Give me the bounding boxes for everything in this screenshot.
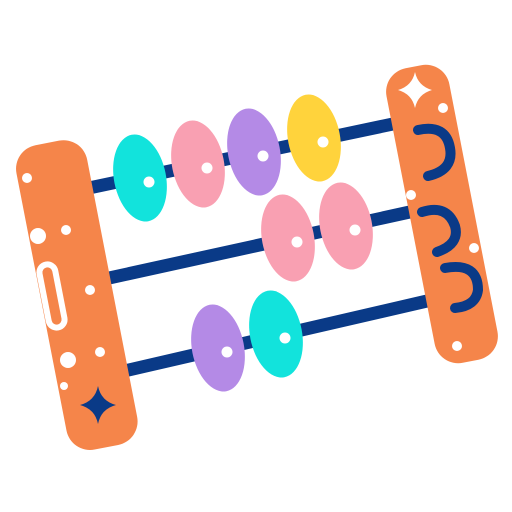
left-frame-body <box>16 140 138 450</box>
right-frame <box>386 64 498 364</box>
bead-body <box>227 108 281 196</box>
bead-body <box>261 194 315 282</box>
bead-highlight <box>291 236 303 248</box>
left-frame <box>16 140 138 450</box>
right-frame-arcs <box>413 123 484 313</box>
bead <box>319 182 373 270</box>
bead <box>191 304 245 392</box>
bead-highlight <box>317 136 329 148</box>
bead <box>261 194 315 282</box>
right-frame-decor <box>406 103 479 351</box>
bead-body <box>249 290 303 378</box>
beads-group <box>113 94 373 392</box>
bead <box>287 94 341 182</box>
bead <box>249 290 303 378</box>
bead-highlight <box>221 346 233 358</box>
bead-highlight <box>257 150 269 162</box>
bead-body <box>319 182 373 270</box>
sparkle-icon <box>398 72 432 108</box>
bead-body <box>287 94 341 182</box>
bead-highlight <box>279 332 291 344</box>
bead-highlight <box>201 162 213 174</box>
bead-highlight <box>349 224 361 236</box>
bead <box>113 134 167 222</box>
sparkle-icon <box>80 386 116 424</box>
bead-body <box>191 304 245 392</box>
bead <box>227 108 281 196</box>
bead-body <box>171 120 225 208</box>
bead-highlight <box>143 176 155 188</box>
bead-body <box>113 134 167 222</box>
left-frame-decor <box>22 173 105 390</box>
bead <box>171 120 225 208</box>
